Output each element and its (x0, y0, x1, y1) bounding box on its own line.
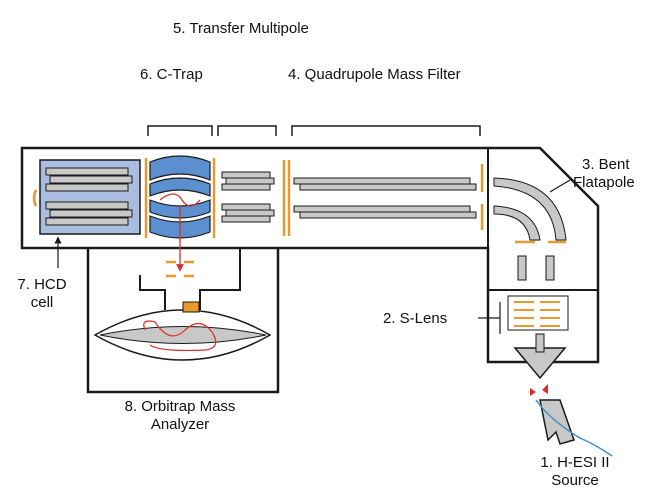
transfer-multipole-rods (221, 171, 275, 223)
flatapole-leader (549, 179, 571, 193)
label-orbitrap-2: Analyzer (150, 416, 210, 433)
ion-orbit (143, 320, 217, 352)
orbitrap-outer (93, 309, 272, 361)
label-quadrupole: 4. Quadrupole Mass Filter (288, 66, 461, 83)
source-rods (517, 255, 555, 281)
label-source-2: Source (551, 472, 599, 489)
orbitrap-central (99, 326, 267, 344)
spray-line (535, 399, 613, 457)
label-orbitrap-1: 8. Orbitrap Mass (124, 398, 236, 415)
label-s-lens: 2. S-Lens (383, 310, 448, 327)
label-hcd-1: 7. HCD (17, 276, 67, 293)
orbitrap-inner-wall (139, 248, 241, 310)
transfer-lenses (282, 160, 291, 236)
s-lens-leader (478, 302, 501, 334)
label-brackets (147, 125, 481, 136)
label-source-1: 1. H-ESI II (540, 454, 610, 471)
orbitrap-entrance-lenses (166, 260, 194, 278)
orbitrap-injector (182, 301, 200, 313)
label-hcd-2: cell (30, 294, 54, 311)
label-c-trap: 6. C-Trap (140, 66, 203, 83)
bent-flatapole (493, 177, 567, 241)
orbitrap-housing (86, 248, 280, 394)
ion-path-ctrap (159, 193, 201, 268)
hcd-entrance-lens (32, 189, 38, 207)
c-trap-lenses (144, 158, 216, 238)
spray-cone (530, 384, 548, 396)
label-bent-flatapole-2: Flatapole (573, 174, 635, 191)
quadrupole-rods (293, 177, 477, 219)
hcd-rods (45, 167, 133, 226)
s-lens-frame (507, 295, 569, 331)
inlet-capillary (535, 333, 545, 353)
s-lens (514, 301, 560, 327)
label-bent-flatapole-1: 3. Bent (582, 156, 630, 173)
label-transfer-multipole: 5. Transfer Multipole (173, 20, 309, 37)
